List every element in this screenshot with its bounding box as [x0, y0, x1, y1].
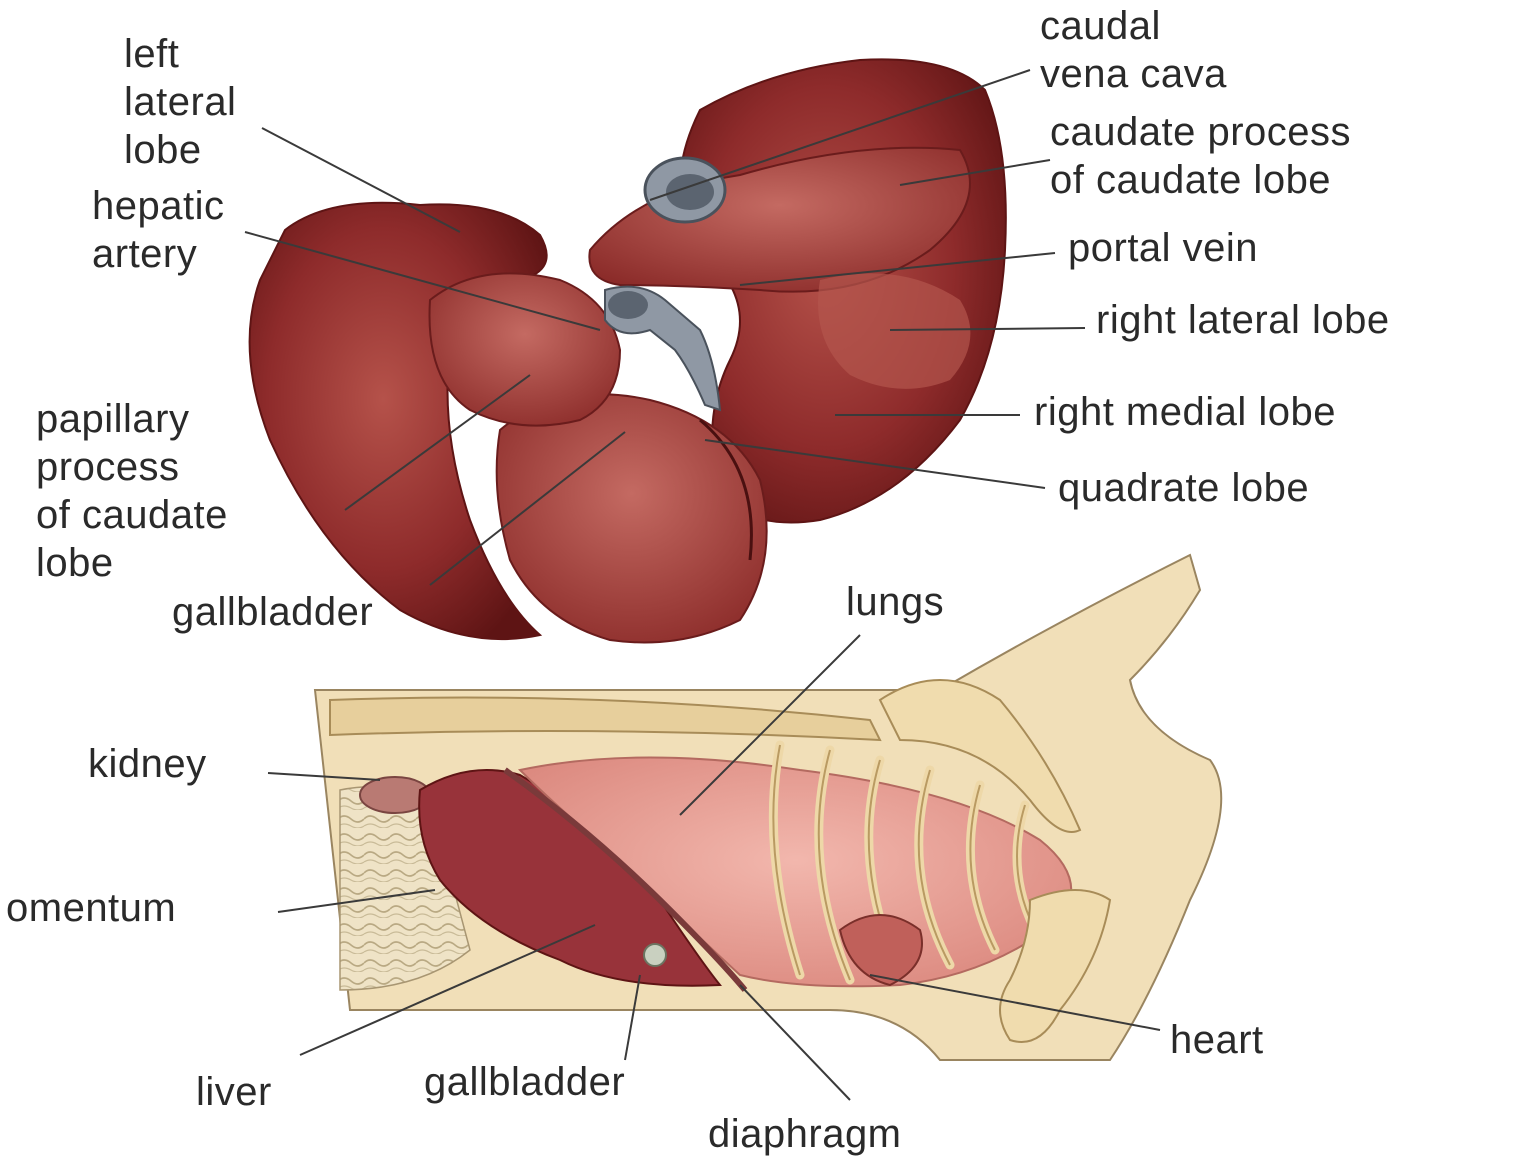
left-lateral-lobe-label: left lateral lobe — [124, 30, 236, 174]
gallbladder-body-shape — [644, 944, 666, 966]
diaphragm-label: diaphragm — [708, 1110, 902, 1158]
lungs-label: lungs — [846, 578, 944, 626]
caudate-process-label: caudate process of caudate lobe — [1050, 108, 1351, 204]
left-lateral-lobe-line-2: lateral — [124, 78, 236, 126]
papillary-process-shape — [430, 273, 621, 425]
omentum-label: omentum — [6, 884, 176, 932]
papillary-process-line-4: lobe — [36, 539, 228, 587]
caudal-vena-cava-line-1: caudal — [1040, 2, 1227, 50]
hepatic-artery-line-1: hepatic — [92, 182, 224, 230]
caudal-vena-cava-line-2: vena cava — [1040, 50, 1227, 98]
papillary-process-label: papillary process of caudate lobe — [36, 395, 228, 587]
right-lateral-lobe-label: right lateral lobe — [1096, 296, 1390, 344]
liver-body-label: liver — [196, 1068, 272, 1116]
portal-vein-label: portal vein — [1068, 224, 1258, 272]
heart-label: heart — [1170, 1016, 1264, 1064]
papillary-process-line-3: of caudate — [36, 491, 228, 539]
left-lateral-lobe-line-1: left — [124, 30, 236, 78]
caudate-process-line-1: caudate process — [1050, 108, 1351, 156]
gallbladder-body-label: gallbladder — [424, 1058, 625, 1106]
hepatic-artery-line-2: artery — [92, 230, 224, 278]
papillary-process-line-1: papillary — [36, 395, 228, 443]
papillary-process-line-2: process — [36, 443, 228, 491]
liver-illustration — [250, 59, 1006, 642]
gallbladder-liver-label: gallbladder — [172, 588, 373, 636]
right-medial-lobe-label: right medial lobe — [1034, 388, 1336, 436]
left-lateral-lobe-line-3: lobe — [124, 126, 236, 174]
caudate-process-line-2: of caudate lobe — [1050, 156, 1351, 204]
hepatic-artery-label: hepatic artery — [92, 182, 224, 278]
kidney-label: kidney — [88, 740, 207, 788]
quadrate-lobe-label: quadrate lobe — [1058, 464, 1309, 512]
caudal-vena-cava-label: caudal vena cava — [1040, 2, 1227, 98]
